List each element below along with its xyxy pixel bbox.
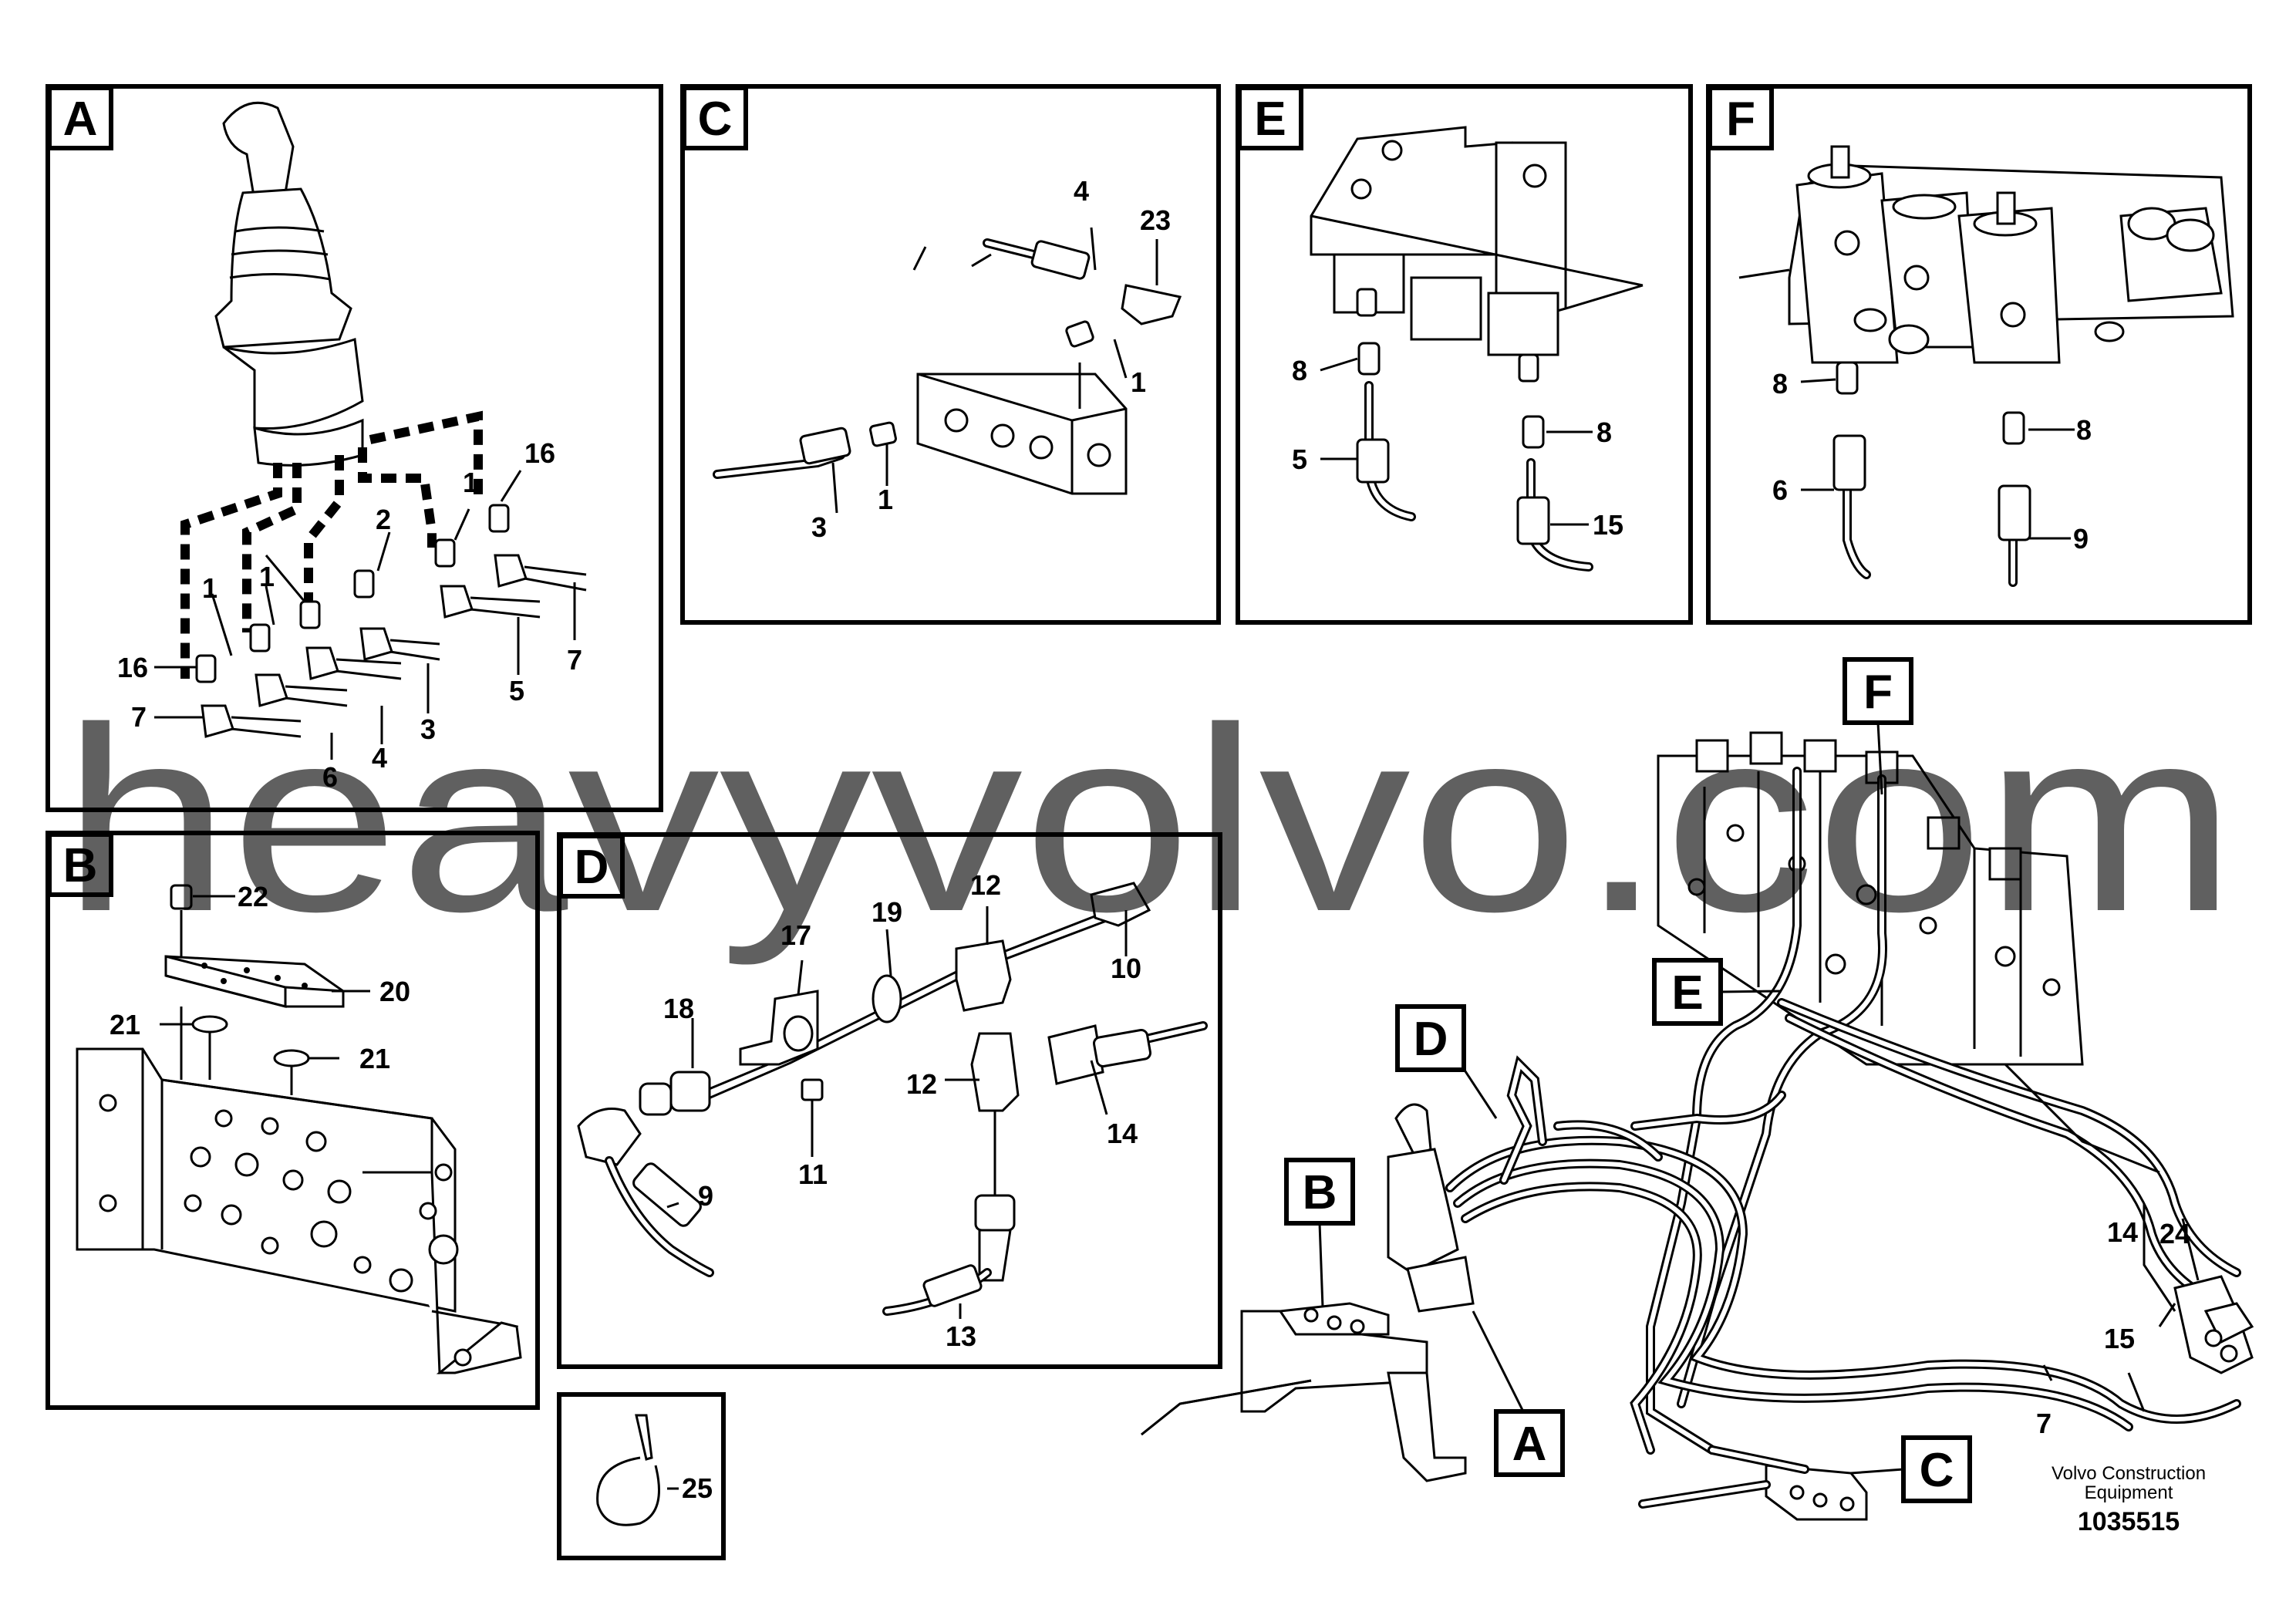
drawing-number: 1035515: [2078, 1507, 2180, 1536]
panel-a-label-7: 7: [131, 701, 147, 733]
panel-a-label-1: 16: [524, 437, 555, 469]
callout-f-letter: F: [1863, 666, 1893, 719]
callout-f: F: [1843, 657, 1913, 795]
panel-d-label-7: 14: [1107, 1118, 1138, 1149]
overview-block-c: [1638, 1445, 1868, 1521]
tie-label: 25: [682, 1472, 713, 1504]
panel-a-label-12: 7: [567, 644, 582, 676]
detail-panel-c: C 4 23 1 1 3: [680, 84, 1221, 625]
panel-b-label-2: 20: [379, 976, 410, 1007]
panel-e-label-1: 8: [1292, 355, 1307, 386]
panel-d-label-1: 12: [970, 869, 1001, 901]
panel-e-letter: E: [1254, 93, 1286, 146]
panel-f-letter: F: [1726, 93, 1755, 146]
panel-a-label-10: 3: [420, 713, 436, 745]
panel-d-label-2: 19: [872, 896, 902, 928]
panel-a-letter-box: [47, 86, 113, 150]
panel-f-label-4: 9: [2073, 523, 2089, 555]
callout-d: D: [1395, 1004, 1498, 1119]
callout-e: E: [1652, 958, 1782, 1026]
detail-panel-d: D 12 19: [557, 832, 1222, 1369]
overview-right-valve: [2143, 1203, 2254, 1374]
panel-f-label-3: 6: [1772, 474, 1788, 506]
overview-joystick: [1387, 1103, 1475, 1313]
panel-d-label-10: 13: [946, 1320, 976, 1352]
panel-a-label-9: 4: [372, 742, 387, 774]
panel-e-label-2: 8: [1596, 416, 1612, 448]
detail-panel-cable-tie: 25: [557, 1392, 726, 1560]
detail-panel-e: E 8 8 5 15: [1236, 84, 1693, 625]
callout-d-letter: D: [1414, 1013, 1448, 1066]
panel-d-label-8: 11: [798, 1158, 828, 1190]
panel-f-label-1: 8: [1772, 368, 1788, 400]
panel-c-label-5: 3: [811, 511, 827, 543]
watermark: heavyvolvo.com: [62, 673, 2237, 967]
panel-c-label-1: 4: [1074, 175, 1089, 207]
panel-b-label-1: 22: [238, 881, 268, 912]
footer-company-line-2: Equipment: [2085, 1482, 2173, 1503]
panel-c-label-3: 1: [1131, 366, 1146, 398]
overview-label-7: 7: [2036, 1408, 2052, 1439]
detail-panel-a: A: [46, 84, 663, 812]
panel-d-label-6: 12: [906, 1068, 937, 1100]
panel-f-label-2: 8: [2076, 414, 2092, 446]
panel-d-label-4: 17: [781, 919, 811, 951]
panel-a-fittings: [195, 504, 587, 738]
footer-company-line-1: Volvo Construction: [2052, 1463, 2206, 1484]
panel-a-letter: A: [63, 93, 98, 146]
panel-b-label-4: 21: [359, 1043, 390, 1074]
panel-b-letter: B: [63, 839, 98, 892]
panel-c-label-4: 1: [878, 484, 893, 515]
panel-b-label-3: 21: [110, 1009, 140, 1040]
panel-b-ports: [99, 1094, 472, 1367]
panel-e-label-4: 15: [1593, 509, 1623, 541]
callout-a-letter: A: [1512, 1418, 1547, 1471]
panel-a-label-3: 2: [376, 504, 391, 535]
callout-e-letter: E: [1671, 966, 1703, 1020]
hose-bundle: [1445, 767, 2241, 1455]
panel-a-label-11: 5: [509, 675, 524, 706]
callout-b-letter: B: [1303, 1166, 1337, 1219]
panel-a-label-2: 1: [463, 467, 478, 498]
callout-c: C: [1850, 1435, 1972, 1503]
detail-panel-b: B 22 20 21 21: [46, 831, 540, 1410]
panel-e-label-3: 5: [1292, 443, 1307, 475]
overview-label-14: 14: [2107, 1216, 2138, 1248]
panel-d-label-9: 9: [698, 1180, 713, 1212]
panel-d-letter: D: [575, 841, 609, 894]
panel-a-label-5: 1: [202, 572, 217, 604]
joystick-drawing: [214, 101, 364, 467]
detail-panel-f: F 8 8 6 9: [1706, 84, 2252, 625]
footer: Volvo Construction Equipment 1035515: [2052, 1463, 2206, 1536]
callout-b: B: [1284, 1158, 1355, 1308]
panel-c-letter: C: [698, 93, 733, 146]
panel-c-label-2: 23: [1140, 204, 1171, 236]
overview-bracket-b: [1141, 1302, 1467, 1482]
overview-label-15: 15: [2104, 1323, 2135, 1354]
callout-c-letter: C: [1920, 1444, 1954, 1497]
overview-assembly: F E D B A C 14 24: [1141, 657, 2254, 1521]
panel-d-label-3: 10: [1111, 953, 1141, 984]
panel-d-label-5: 18: [663, 993, 694, 1024]
callout-a: A: [1472, 1310, 1565, 1477]
panel-a-label-8: 6: [322, 761, 338, 793]
overview-label-24: 24: [2159, 1218, 2190, 1249]
panel-a-label-6: 16: [117, 652, 148, 683]
panel-a-label-4: 1: [259, 561, 275, 592]
